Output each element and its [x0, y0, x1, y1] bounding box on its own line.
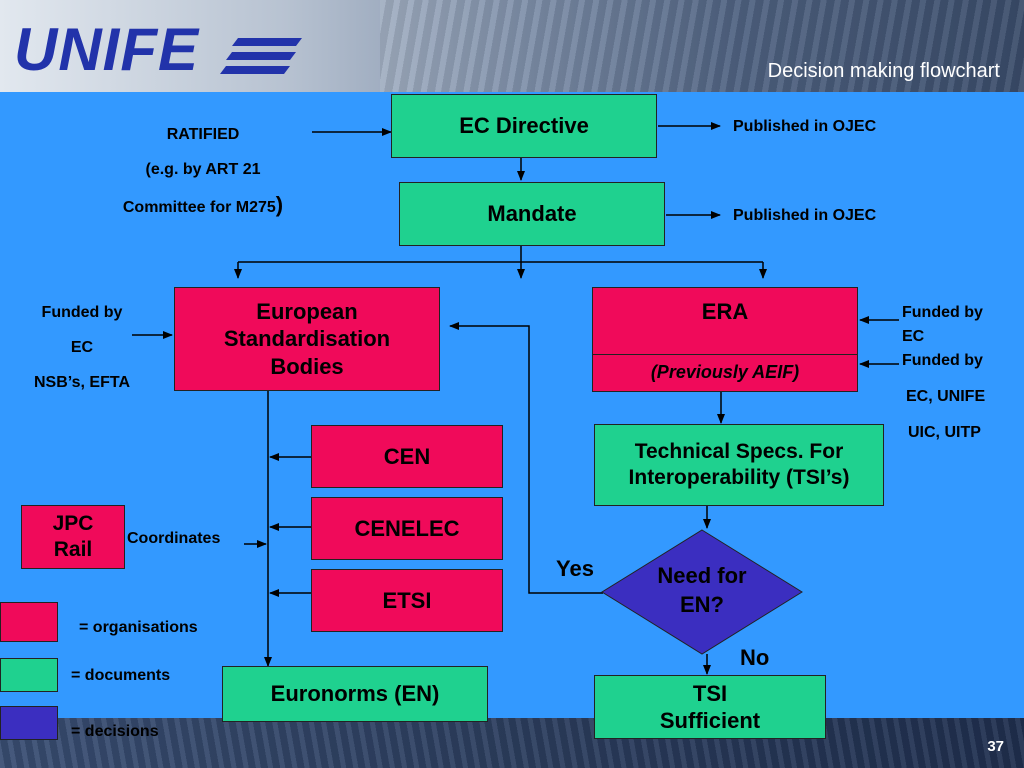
yes-label: Yes	[556, 556, 594, 581]
coordinates-label: Coordinates	[127, 530, 221, 547]
ec-directive-label: EC Directive	[459, 113, 589, 139]
legend-label-documents: = documents	[71, 667, 171, 684]
cenelec-box: CENELEC	[311, 497, 503, 560]
european-standardisation-bodies-box: European Standardisation Bodies	[174, 287, 440, 391]
ec-directive-box: EC Directive	[391, 94, 657, 158]
cen-label: CEN	[383, 443, 431, 469]
esb-funding-note: Funded by EC NSB’s, EFTA	[14, 295, 150, 400]
esb-funding-line-1: Funded by	[41, 304, 123, 321]
euronorms-box: Euronorms (EN)	[222, 666, 488, 722]
esb-funding-line-3: NSB’s, EFTA	[33, 374, 130, 391]
ratified-line-3: Committee for M275)	[122, 192, 284, 217]
mandate-box: Mandate	[399, 182, 665, 246]
era-funding-line-5: UIC, UITP	[908, 424, 981, 441]
tsi-specs-line-1: Technical Specs. For	[634, 439, 844, 463]
era-box: ERA (Previously AEIF)	[592, 287, 858, 392]
page-number: 37	[987, 738, 1004, 755]
need-for-en-line-1: Need for	[657, 563, 747, 588]
tsi-sufficient-box: TSI Sufficient	[594, 675, 826, 739]
era-funding-line-4: EC, UNIFE	[906, 388, 986, 405]
ratified-note: RATIFIED (e.g. by ART 21 Committee for M…	[98, 117, 308, 225]
era-funding-line-1: Funded by	[902, 304, 983, 321]
mandate-label: Mandate	[487, 201, 577, 227]
era-divider	[593, 354, 857, 355]
tsi-specs-box: Technical Specs. For Interoperability (T…	[594, 424, 884, 506]
jpc-rail-line-1: JPC	[52, 511, 94, 535]
need-for-en-label: Need for EN?	[622, 562, 782, 619]
era-label: ERA	[701, 299, 749, 324]
need-for-en-line-2: EN?	[680, 591, 724, 617]
header-banner: UNIFE Decision making flowchart	[0, 0, 1024, 92]
header-rail-texture	[380, 0, 1024, 92]
unife-logo: UNIFE	[14, 18, 302, 82]
jpc-rail-line-2: Rail	[53, 538, 93, 561]
etsi-box: ETSI	[311, 569, 503, 632]
legend-label-organisations: = organisations	[79, 619, 198, 636]
esb-label-line-2: Standardisation	[223, 326, 391, 352]
legend-swatch-documents	[0, 658, 58, 692]
legend-swatch-organisations	[0, 602, 58, 642]
slide-title: Decision making flowchart	[767, 60, 1000, 82]
era-previously-aeif: (Previously AEIF)	[650, 362, 800, 382]
cenelec-label: CENELEC	[354, 515, 460, 541]
no-label: No	[740, 645, 770, 670]
legend-label-decisions: = decisions	[71, 723, 159, 740]
published-ojec-2: Published in OJEC	[733, 207, 877, 224]
esb-funding-line-2: EC	[70, 339, 94, 356]
tsi-specs-line-2: Interoperability (TSI’s)	[628, 466, 850, 489]
esb-label-line-3: Bodies	[270, 353, 344, 379]
footer-rail-texture	[0, 718, 1024, 768]
era-funding-line-3: Funded by	[902, 352, 983, 369]
cen-box: CEN	[311, 425, 503, 488]
jpc-rail-box: JPC Rail	[21, 505, 125, 569]
published-ojec-1: Published in OJEC	[733, 118, 877, 135]
ratified-line-2: (e.g. by ART 21	[145, 161, 261, 178]
euronorms-label: Euronorms (EN)	[270, 681, 440, 707]
svg-text:UNIFE: UNIFE	[14, 18, 200, 82]
legend-swatch-decisions	[0, 706, 58, 740]
era-funding-line-2: EC	[902, 328, 925, 345]
tsi-sufficient-line-2: Sufficient	[659, 708, 761, 733]
etsi-label: ETSI	[382, 587, 432, 613]
ratified-line-1: RATIFIED	[166, 126, 240, 143]
footer-banner: 37	[0, 718, 1024, 768]
esb-label-line-1: European	[256, 298, 358, 324]
tsi-sufficient-line-1: TSI	[692, 680, 728, 706]
